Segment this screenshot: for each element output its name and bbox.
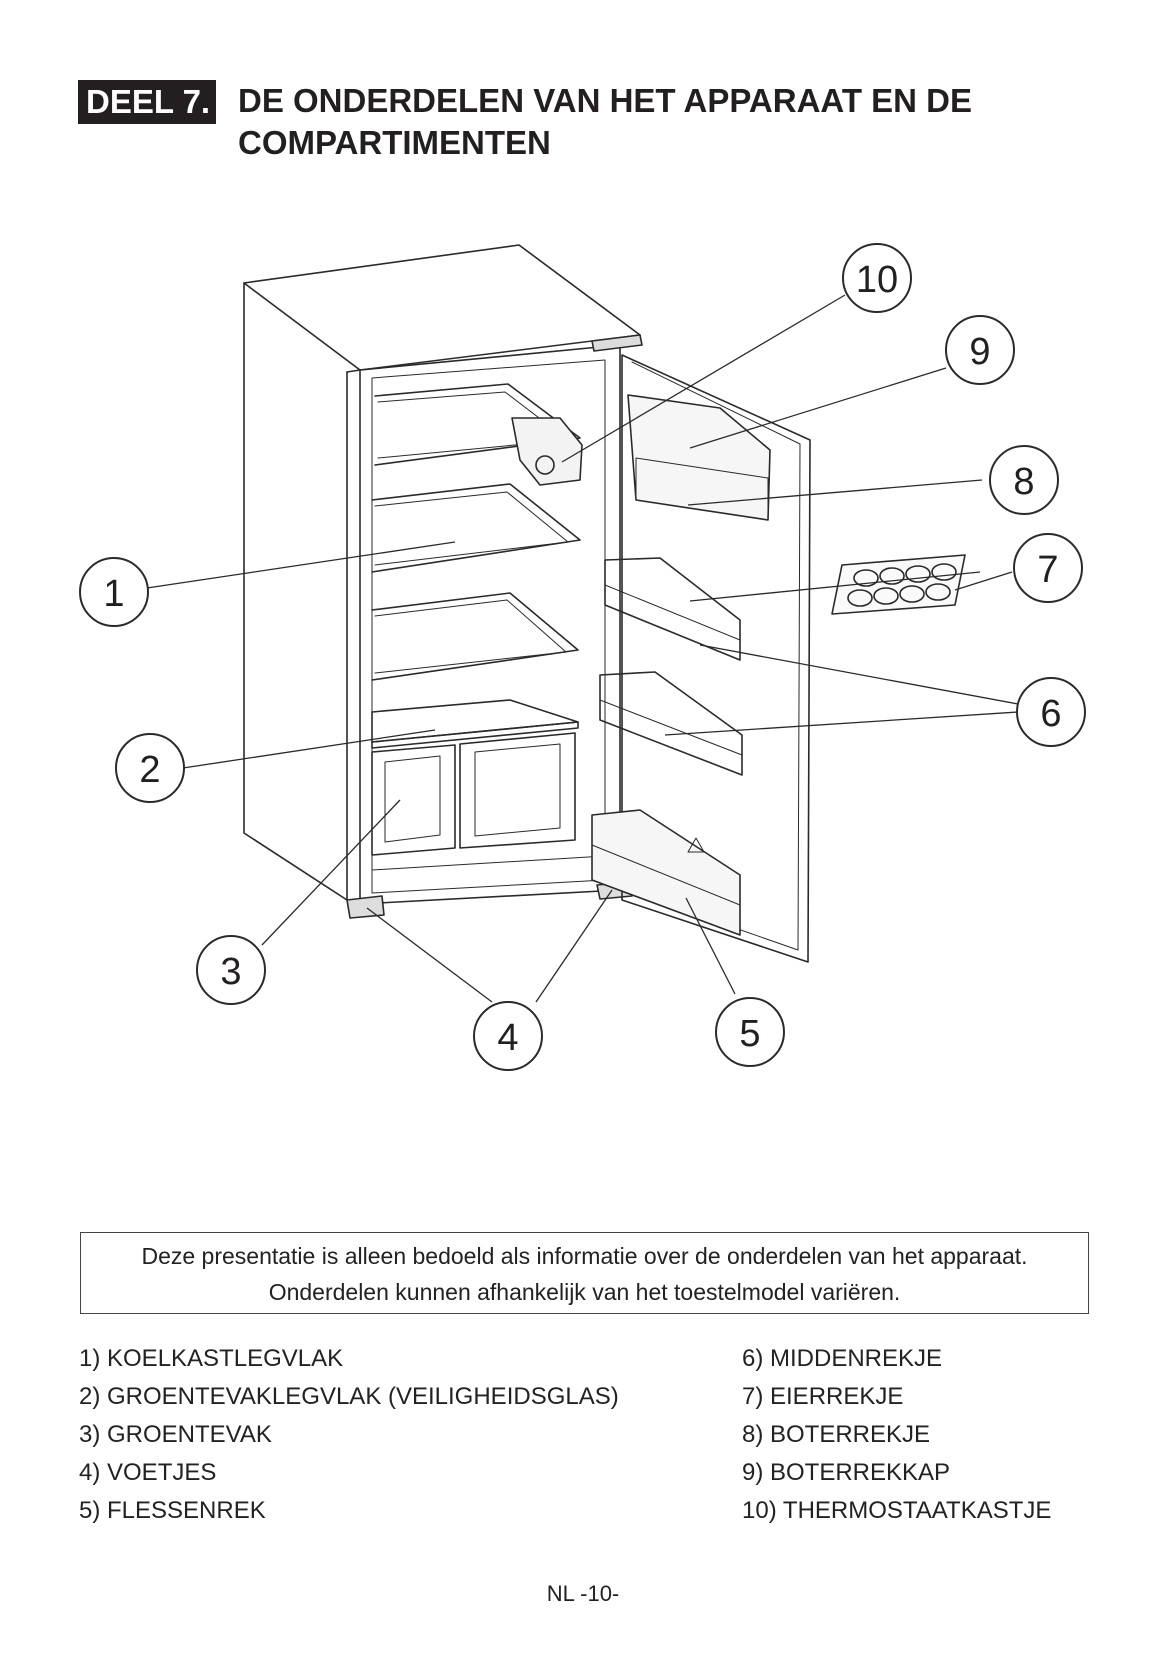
- callout-6-circle: [1016, 677, 1086, 747]
- crisper-area: [371, 699, 606, 871]
- callout-2: 2: [139, 749, 160, 791]
- callout-5: 5: [739, 1013, 760, 1055]
- disclaimer-line-2: Onderdelen kunnen afhankelijk van het to…: [268, 1279, 901, 1305]
- callout-6: 6: [1040, 693, 1061, 735]
- callout-circles: [79, 243, 1086, 1071]
- part-item: 5) FLESSENREK: [79, 1497, 266, 1524]
- part-item: 6) MIDDENREKJE: [742, 1345, 943, 1372]
- disclaimer-box: Deze presentatie is alleen bedoeld als i…: [80, 1232, 1089, 1314]
- part-item: 9) BOTERREKKAP: [742, 1459, 951, 1486]
- callout-9: 9: [969, 331, 990, 373]
- callout-7: 7: [1037, 549, 1058, 591]
- callout-10-circle: [842, 243, 912, 313]
- callout-2-circle: [115, 733, 185, 803]
- callout-1-circle: [79, 557, 149, 627]
- shelves: [371, 383, 583, 681]
- callout-7-circle: [1013, 533, 1083, 603]
- disclaimer-line-1: Deze presentatie is alleen bedoeld als i…: [141, 1243, 1028, 1269]
- section-title: DE ONDERDELEN VAN HET APPARAAT EN DE COM…: [238, 82, 972, 161]
- parts-list-left: 1) KOELKASTLEGVLAK 2) GROENTEVAKLEGVLAK …: [79, 1340, 619, 1530]
- callout-8: 8: [1013, 461, 1034, 503]
- egg-tray: [831, 554, 966, 615]
- callout-4: 4: [497, 1017, 518, 1059]
- fridge-diagram: 1 2 3 4 5 6 7 8 9 10: [79, 243, 1086, 1071]
- leader-lines: [146, 294, 1019, 1003]
- callout-1: 1: [103, 573, 124, 615]
- callout-8-circle: [989, 445, 1059, 515]
- door: [591, 354, 811, 963]
- callout-3: 3: [220, 951, 241, 993]
- part-item: 8) BOTERREKJE: [742, 1421, 931, 1448]
- callout-10: 10: [856, 259, 898, 301]
- cabinet-body: [243, 244, 643, 919]
- callout-3-circle: [196, 935, 266, 1005]
- parts-list-right: 6) MIDDENREKJE 7) EIERREKJE 8) BOTERREKJ…: [742, 1340, 1051, 1530]
- callout-9-circle: [945, 315, 1015, 385]
- callout-5-circle: [715, 997, 785, 1067]
- part-item: 4) VOETJES: [79, 1459, 217, 1486]
- section-tag: DEEL 7.: [78, 80, 217, 124]
- part-item: 7) EIERREKJE: [742, 1383, 904, 1410]
- callout-4-circle: [473, 1001, 543, 1071]
- part-item: 10) THERMOSTAATKASTJE: [742, 1497, 1052, 1524]
- page-number: NL -10-: [546, 1581, 620, 1606]
- part-item: 2) GROENTEVAKLEGVLAK (VEILIGHEIDSGLAS): [79, 1383, 619, 1410]
- part-item: 1) KOELKASTLEGVLAK: [79, 1345, 344, 1372]
- part-item: 3) GROENTEVAK: [79, 1421, 272, 1448]
